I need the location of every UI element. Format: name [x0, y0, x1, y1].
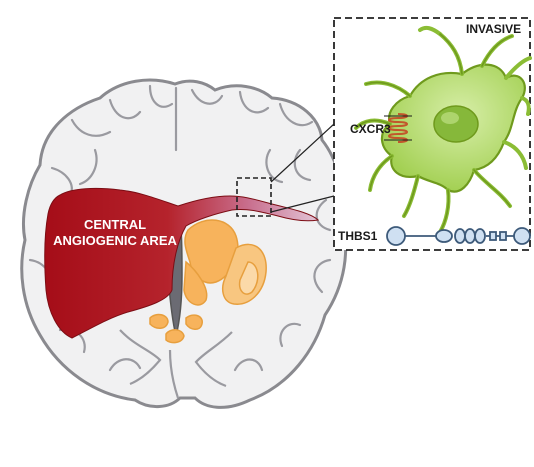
temporal-sulci — [119, 329, 233, 399]
cxcr3-receptor-icon — [384, 113, 412, 143]
thbs1-label: THBS1 — [338, 229, 378, 243]
invasive-label: INVASIVE — [466, 22, 522, 36]
callout-small-box — [236, 177, 272, 217]
brain-coronal-section-icon — [20, 78, 348, 409]
cell-nucleus — [433, 105, 479, 143]
central-angiogenic-area-label: CENTRAL ANGIOGENIC AREA — [53, 217, 177, 248]
cxcr3-label: CXCR3 — [350, 122, 391, 136]
thbs1-protein-icon — [386, 226, 531, 246]
basal-ganglia — [149, 219, 267, 344]
central-angiogenic-area — [44, 187, 320, 339]
glioma-cell-icon — [354, 25, 532, 234]
brain-outline — [20, 78, 348, 409]
callout-line-bottom — [270, 195, 335, 213]
callout-line-top — [270, 123, 335, 183]
